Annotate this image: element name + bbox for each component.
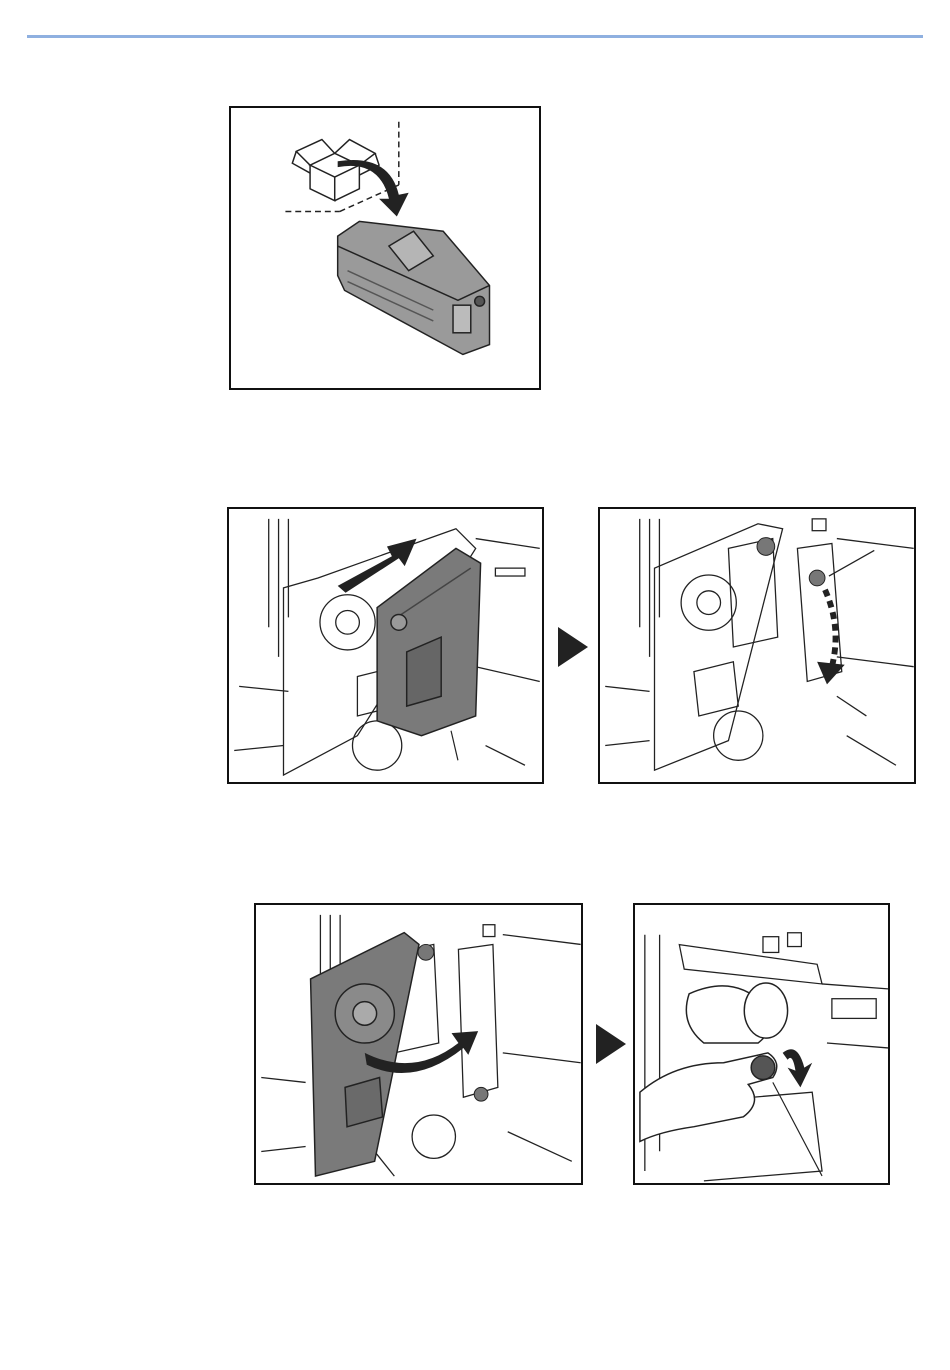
turn-knob-illustration: [635, 905, 888, 1183]
figure-lower-lever: [598, 507, 916, 784]
dashed-arrow-icon: [825, 590, 836, 667]
lower-lever-illustration: [600, 509, 914, 782]
figure-insert-box: [227, 507, 544, 784]
waste-toner-box: [338, 221, 490, 354]
insert-box-illustration: [229, 509, 542, 782]
play-triangle-icon: [596, 1024, 626, 1064]
close-panel-illustration: [256, 905, 581, 1183]
unpack-box-illustration: [231, 108, 539, 388]
figure-turn-knob: [633, 903, 890, 1185]
rotate-arrow-icon: [783, 1049, 813, 1087]
figure-unpack-box: [229, 106, 541, 390]
header-rule: [27, 35, 923, 38]
figure-close-panel: [254, 903, 583, 1185]
insert-arrow-icon: [338, 539, 417, 593]
play-triangle-icon: [558, 627, 588, 667]
waste-toner-box: [377, 548, 480, 735]
front-panel: [311, 933, 419, 1176]
package-box-icon: [292, 140, 379, 201]
curved-arrow-icon: [338, 160, 409, 216]
knob: [751, 1056, 775, 1080]
